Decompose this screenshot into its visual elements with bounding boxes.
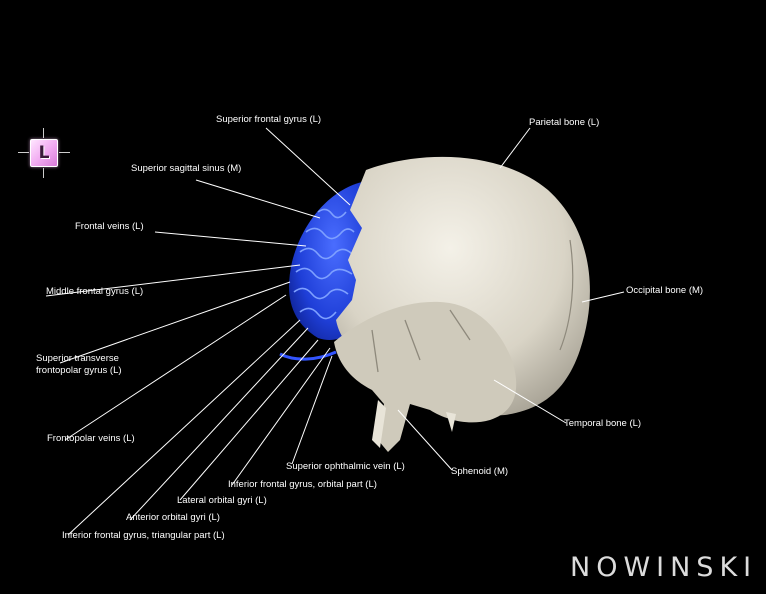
- label-anterior-orbital-gyri: Anterior orbital gyri (L): [126, 512, 220, 523]
- label-occipital-bone: Occipital bone (M): [626, 285, 704, 296]
- orientation-letter: L: [38, 143, 50, 163]
- label-inferior-frontal-gyrus-orbital: Inferior frontal gyrus, orbital part (L): [228, 479, 377, 490]
- temporal-sphenoid-region: [334, 301, 517, 452]
- label-middle-frontal-gyrus: Middle frontal gyrus (L): [46, 286, 144, 297]
- orbital-vein-arc: [279, 350, 337, 361]
- frontal-brain-region: [289, 182, 364, 340]
- label-lateral-orbital-gyri: Lateral orbital gyri (L): [177, 495, 267, 506]
- label-sphenoid: Sphenoid (M): [451, 466, 509, 477]
- leader-lines: [45, 127, 625, 536]
- label-inferior-frontal-gyrus-triangular: Inferior frontal gyrus, triangular part …: [62, 530, 225, 541]
- orientation-indicator: L: [30, 139, 58, 167]
- label-superior-sagittal-sinus: Superior sagittal sinus (M): [131, 163, 242, 174]
- label-superior-transverse-frontopolar-gyrus: Superior transverse frontopolar gyrus (L…: [36, 353, 122, 376]
- label-superior-frontal-gyrus: Superior frontal gyrus (L): [216, 114, 322, 125]
- label-superior-ophthalmic-vein: Superior ophthalmic vein (L): [286, 461, 405, 472]
- gyri-pattern: [293, 208, 355, 320]
- label-parietal-bone: Parietal bone (L): [529, 117, 600, 128]
- label-frontopolar-veins: Frontopolar veins (L): [47, 433, 135, 444]
- brand-logo: NOWINSKI: [570, 552, 758, 583]
- label-temporal-bone: Temporal bone (L): [564, 418, 642, 429]
- label-frontal-veins: Frontal veins (L): [75, 221, 144, 232]
